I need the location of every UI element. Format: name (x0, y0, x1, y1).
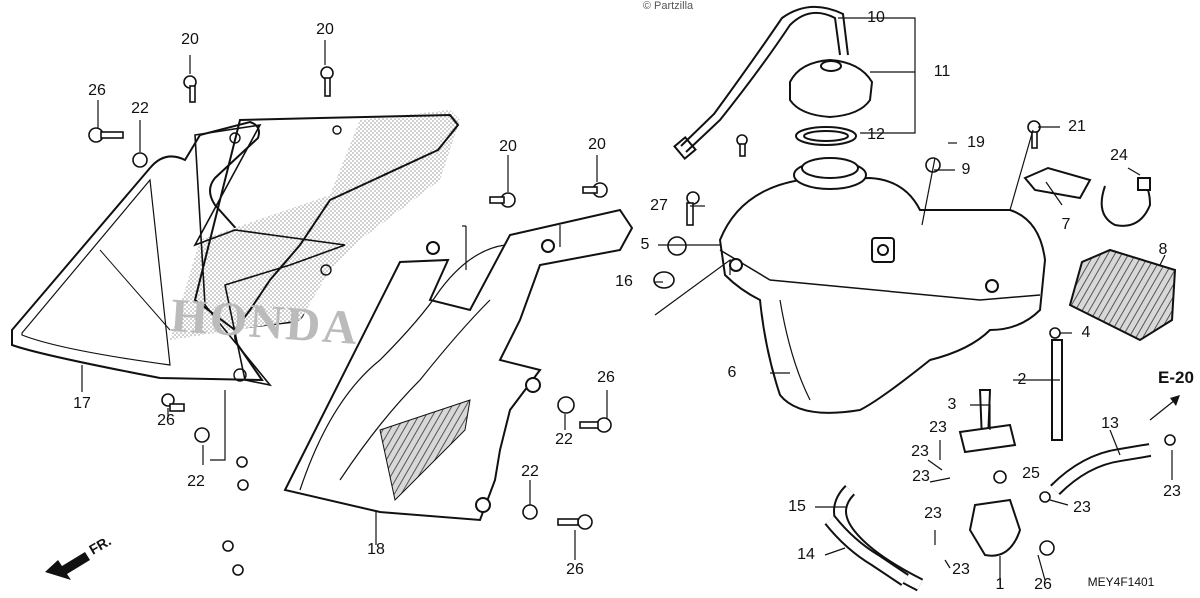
callout-label: 23 (929, 419, 947, 436)
bracket-7-and-band-24 (1023, 166, 1152, 227)
callout-label: 27 (650, 197, 668, 214)
callout-label: 26 (597, 369, 615, 386)
svg-text:HONDA: HONDA (169, 289, 361, 355)
callout-label: 15 (788, 498, 806, 515)
callout-label: 11 (933, 63, 951, 80)
callout-label: 23 (924, 505, 942, 522)
callout-label: 22 (555, 431, 573, 448)
callout-label: 26 (566, 561, 584, 578)
callout-label: 16 (615, 273, 633, 290)
heat-guard-8 (1068, 248, 1177, 342)
copyright-notice: © Partzilla (642, 0, 694, 12)
section-ref-arrow (1149, 395, 1180, 421)
callout-label: 23 (911, 443, 929, 460)
callout-label: 25 (1022, 465, 1040, 482)
fuel-tank-6 (718, 157, 1047, 414)
section-reference-label: E-20 (1158, 368, 1194, 387)
callout-label: 23 (912, 468, 930, 485)
breather-hose-10 (673, 5, 849, 161)
callout-label: 22 (131, 100, 149, 117)
callout-label: 12 (867, 126, 885, 143)
callout-label: 3 (947, 396, 957, 413)
callout-label: 20 (499, 138, 517, 155)
callout-label: 20 (588, 136, 606, 153)
callout-label: 17 (73, 395, 91, 412)
callout-label: 4 (1081, 324, 1091, 341)
callout-label: 14 (797, 546, 815, 563)
callout-label: 23 (1163, 483, 1181, 500)
callout-label: 13 (1101, 415, 1119, 432)
callout-label: 23 (952, 561, 970, 578)
callout-label: 26 (88, 82, 106, 99)
fuel-valve-and-hoses (824, 339, 1152, 592)
callout-label: 5 (640, 236, 650, 253)
callout-label: 21 (1068, 118, 1086, 135)
callout-label: 7 (1061, 216, 1071, 233)
callout-label: 1 (995, 576, 1005, 593)
callout-label: 23 (1073, 499, 1091, 516)
left-shroud-graphic: HONDA (169, 110, 460, 387)
callout-label: 19 (967, 134, 985, 151)
callout-label: 20 (316, 21, 334, 38)
callout-label: 24 (1110, 147, 1128, 164)
fuel-cap-11 (789, 58, 874, 146)
front-direction-arrow (45, 552, 90, 580)
callout-label: 2 (1017, 371, 1027, 388)
callout-label: 6 (727, 364, 737, 381)
callout-label: 22 (187, 473, 205, 490)
callout-label: 26 (157, 412, 175, 429)
callout-label: 26 (1034, 576, 1052, 593)
callout-label: 18 (367, 541, 385, 558)
callout-label: 8 (1158, 241, 1168, 258)
callout-label: 10 (867, 9, 885, 26)
leader-lines (81, 17, 1173, 585)
diagram-code: MEY4F1401 (1087, 575, 1155, 589)
right-shroud-18 (283, 208, 634, 522)
callout-label: 22 (521, 463, 539, 480)
callout-label: 20 (181, 31, 199, 48)
callout-label: 9 (961, 161, 971, 178)
